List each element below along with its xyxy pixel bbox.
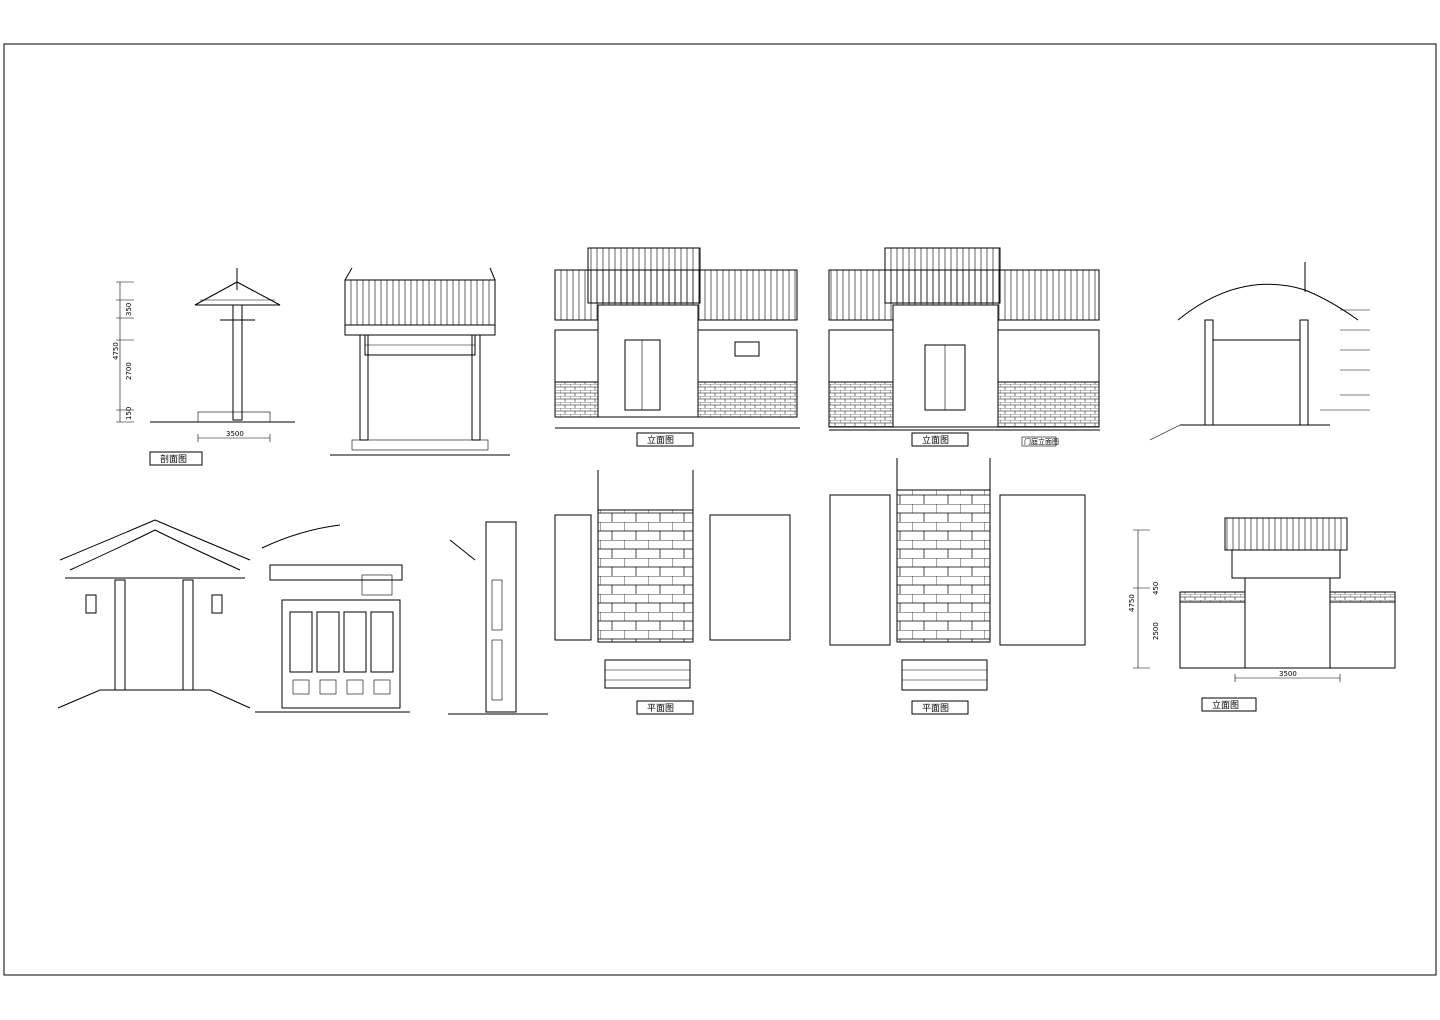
dim-4750: 4750 [112, 342, 120, 360]
section-drawing: 4750 2700 150 350 3500 剖面图 [112, 268, 295, 466]
label-tag: 门庭立面图 [1024, 437, 1059, 446]
dim-150: 150 [125, 407, 133, 420]
label-section: 剖面图 [160, 453, 187, 465]
dim-450: 450 [1152, 582, 1160, 595]
label-elev1: 立面图 [647, 434, 674, 446]
front-elevation-2: 立面图 门庭立面图 [828, 247, 1100, 447]
plan-1: 平面图 [554, 470, 791, 715]
label-elev3: 立面图 [1212, 699, 1239, 711]
side-section [1149, 262, 1370, 441]
label-plan2: 平面图 [922, 703, 949, 714]
dim-350: 350 [125, 303, 133, 316]
dim-4750-b: 4750 [1128, 594, 1136, 612]
dim-2500: 2500 [1152, 622, 1160, 640]
drawing-frame [3, 43, 1437, 976]
gate-elevation [330, 267, 510, 456]
front-elevation-1: 立面图 [554, 247, 800, 447]
label-plan1: 平面图 [647, 703, 674, 714]
door-detail [255, 524, 410, 713]
plan-2: 平面图 [829, 458, 1086, 715]
dim-2700: 2700 [125, 362, 133, 380]
bracket-detail [448, 521, 548, 715]
roof-detail [57, 519, 251, 709]
dim-3500-b: 3500 [1279, 670, 1297, 678]
label-elev2: 立面图 [922, 434, 949, 446]
gate-elevation-2: 4750 2500 450 3500 立面图 [1128, 517, 1396, 712]
dim-3500: 3500 [226, 430, 244, 438]
